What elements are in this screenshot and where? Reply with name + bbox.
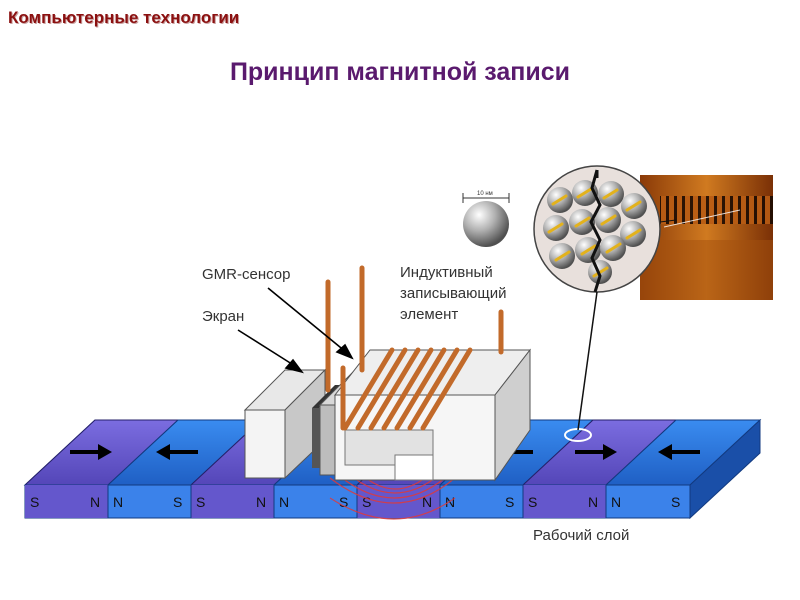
pole-label: S xyxy=(362,494,371,510)
slide-title: Принцип магнитной записи xyxy=(229,58,571,86)
inductive-label-line3: элемент xyxy=(400,306,458,323)
domain-arrow-7 xyxy=(575,444,617,460)
pole-label: S xyxy=(671,494,680,510)
pole-label: N xyxy=(422,494,432,510)
pole-label: S xyxy=(339,494,348,510)
pole-label: S xyxy=(528,494,537,510)
working-layer-label: Рабочий слой xyxy=(533,527,629,544)
domain-arrow-1 xyxy=(70,444,112,460)
pole-label: N xyxy=(611,494,621,510)
domain-arrow-8 xyxy=(658,444,700,460)
pole-label: N xyxy=(279,494,289,510)
pole-label: N xyxy=(90,494,100,510)
header-title: Компьютерные технологии xyxy=(8,8,240,27)
lead-wires xyxy=(325,265,504,431)
inductive-label-line2: записывающий xyxy=(400,285,507,302)
read-write-head xyxy=(243,265,532,482)
pole-label: N xyxy=(113,494,123,510)
pole-label: S xyxy=(505,494,514,510)
screen-label: Экран xyxy=(202,308,244,325)
pole-label: S xyxy=(196,494,205,510)
gmr-sensor-label: GMR-сенсор xyxy=(202,266,290,283)
bit-boundary xyxy=(589,169,602,293)
inductive-label-line1: Индуктивный xyxy=(400,264,493,281)
coil-windings xyxy=(342,347,473,431)
pole-label: N xyxy=(588,494,598,510)
scale-label: 10 нм xyxy=(477,191,493,197)
pole-label: S xyxy=(173,494,182,510)
pole-label: S xyxy=(30,494,39,510)
read-field-lines xyxy=(329,477,456,520)
pole-label: N xyxy=(256,494,266,510)
grain-zoom xyxy=(533,165,677,431)
microscopy-image xyxy=(640,175,773,300)
domain-arrow-2 xyxy=(156,444,198,460)
scale-sphere: 10 нм xyxy=(462,191,510,247)
